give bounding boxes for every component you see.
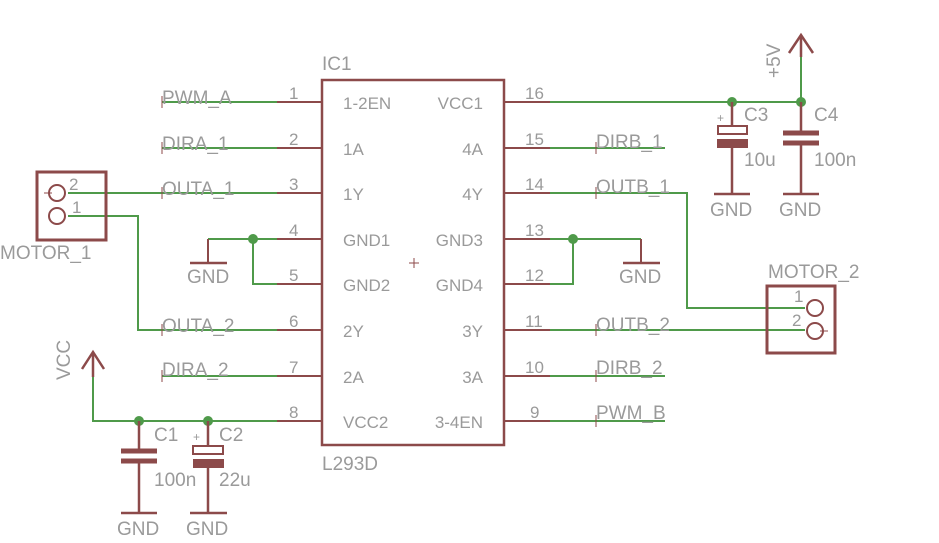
pin-name: 4A — [462, 140, 483, 159]
c3-value: 10u — [744, 150, 776, 171]
pin-number: 3 — [289, 175, 298, 194]
pin-name: GND4 — [436, 276, 483, 295]
ic-ref-label: IC1 — [322, 54, 352, 75]
motor1-pin-2: 2 — [69, 175, 78, 194]
pin-name: GND2 — [343, 276, 390, 295]
c1-ref: C1 — [154, 425, 178, 446]
c2-value: 22u — [219, 470, 251, 491]
c1-value: 100n — [154, 470, 196, 491]
net-outa-1[interactable]: OUTA_1 — [68, 179, 277, 200]
pin-number: 9 — [530, 403, 539, 422]
net-dirb-1[interactable]: DIRB_1 — [550, 132, 665, 154]
right-pins: 16 15 14 13 12 11 10 9 VCC1 4A 4Y GND3 G… — [435, 84, 550, 432]
net-label-pwm-a: PWM_A — [162, 88, 232, 109]
vcc-label: VCC — [54, 340, 75, 380]
pin-name: 4Y — [462, 185, 483, 204]
pin-name: 3A — [462, 368, 483, 387]
net-dira-1[interactable]: DIRA_1 — [161, 134, 277, 155]
connector-motor-2[interactable]: 1 2 MOTOR_2 — [765, 262, 860, 355]
pin-number: 4 — [289, 221, 298, 240]
pin-name: VCC2 — [343, 413, 388, 432]
c2-ref: C2 — [219, 425, 243, 446]
pin-name: GND3 — [436, 231, 483, 250]
pin-number: 10 — [525, 358, 544, 377]
pin-name: 1A — [343, 140, 364, 159]
pin-number: 14 — [525, 175, 544, 194]
net-dira-2[interactable]: DIRA_2 — [161, 360, 277, 382]
c4-value: 100n — [814, 150, 856, 171]
net-pwm-b[interactable]: PWM_B — [550, 403, 666, 427]
net-vcc[interactable]: VCC — [54, 340, 277, 426]
pin-number: 11 — [525, 312, 543, 331]
pin-number: 8 — [289, 403, 298, 422]
motor1-pin-1: 1 — [72, 198, 81, 217]
net-label-dira-2: DIRA_2 — [162, 360, 229, 381]
pin-number: 12 — [525, 266, 544, 285]
pin-name: VCC1 — [438, 94, 483, 113]
net-label-outa-2: OUTA_2 — [162, 316, 235, 337]
gnd-label: GND — [187, 267, 229, 288]
net-label-dira-1: DIRA_1 — [162, 134, 229, 155]
pin-number: 7 — [289, 358, 298, 377]
junction-dot — [568, 234, 578, 244]
left-pins: 1 2 3 4 5 6 7 8 1-2EN 1A 1Y GND1 GND2 2Y… — [277, 84, 391, 432]
pin-name: 3-4EN — [435, 413, 483, 432]
pin-number: 6 — [289, 312, 298, 331]
junction-dot — [248, 234, 258, 244]
pin-number: 2 — [289, 130, 298, 149]
motor2-ref: MOTOR_2 — [768, 262, 860, 283]
pin-name: 1Y — [343, 185, 364, 204]
gnd-label: GND — [117, 519, 159, 540]
gnd-label: GND — [619, 267, 661, 288]
motor2-pin-1: 1 — [794, 287, 803, 306]
net-outa-2[interactable]: OUTA_2 — [68, 215, 277, 337]
net-plus5v[interactable]: +5V — [550, 32, 815, 107]
gnd-label: GND — [186, 519, 228, 540]
pin-name: 1-2EN — [343, 94, 391, 113]
net-label-outb-1: OUTB_1 — [596, 177, 670, 198]
net-outb-1[interactable]: OUTB_1 — [550, 177, 805, 309]
net-label-outb-2: OUTB_2 — [596, 315, 670, 336]
polarity-plus-icon: + — [193, 430, 200, 444]
ic1-l293d[interactable]: IC1 L293D 1 2 3 4 5 6 7 8 1-2EN 1A — [277, 54, 550, 475]
plus5v-arrow-icon — [787, 32, 815, 54]
vcc-arrow-icon — [80, 349, 106, 370]
net-gnd-left[interactable]: GND — [187, 234, 277, 288]
net-label-outa-1: OUTA_1 — [162, 179, 235, 200]
pin-number: 13 — [525, 221, 544, 240]
connector-motor-1[interactable]: 2 1 MOTOR_1 — [0, 170, 108, 264]
capacitor-c4[interactable]: C4 100n GND — [779, 102, 856, 221]
pin-name: GND1 — [343, 231, 390, 250]
origin-cross-icon — [409, 258, 419, 268]
gnd-label: GND — [710, 200, 752, 221]
polarity-plus-icon: + — [717, 111, 724, 125]
pin-number: 1 — [289, 84, 298, 103]
net-label-pwm-b: PWM_B — [596, 403, 666, 424]
pin-name: 2A — [343, 368, 364, 387]
pin-number: 5 — [289, 266, 298, 285]
net-dirb-2[interactable]: DIRB_2 — [550, 358, 665, 382]
capacitor-c2[interactable]: + C2 22u GND — [186, 421, 251, 540]
c3-ref: C3 — [744, 105, 768, 126]
plus5v-label: +5V — [764, 43, 785, 78]
c4-ref: C4 — [814, 105, 839, 126]
gnd-label: GND — [779, 200, 821, 221]
capacitor-c3[interactable]: + C3 10u GND — [710, 102, 776, 221]
ic-value-label: L293D — [322, 454, 378, 475]
capacitor-c1[interactable]: C1 100n GND — [117, 421, 196, 540]
net-label-dirb-2: DIRB_2 — [596, 358, 663, 379]
net-gnd-right[interactable]: GND — [550, 234, 661, 288]
pin-name: 2Y — [343, 322, 364, 341]
pin-name: 3Y — [462, 322, 483, 341]
ic-body[interactable] — [320, 78, 506, 447]
net-label-dirb-1: DIRB_1 — [596, 132, 663, 153]
pin-number: 16 — [525, 84, 544, 103]
pin-number: 15 — [525, 130, 544, 149]
net-outb-2[interactable]: OUTB_2 — [550, 315, 805, 336]
net-pwm-a[interactable]: PWM_A — [161, 88, 277, 109]
motor1-ref: MOTOR_1 — [0, 243, 92, 264]
motor2-pin-2: 2 — [792, 311, 801, 330]
